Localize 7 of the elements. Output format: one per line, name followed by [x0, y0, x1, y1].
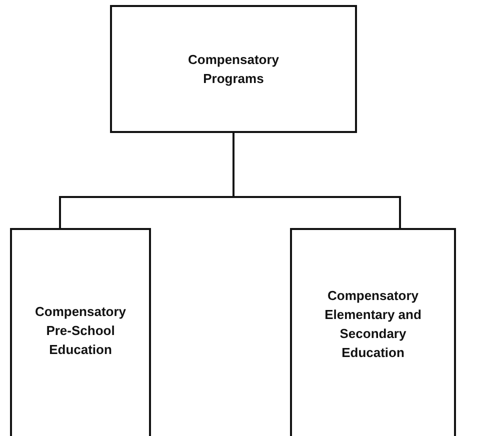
box-label: Compensatory Programs — [186, 51, 280, 88]
connector-line — [232, 133, 401, 228]
box-label: Compensatory Pre-School Education — [34, 303, 128, 359]
org-box — [290, 228, 456, 436]
org-box — [10, 228, 151, 436]
box-label: Compensatory Elementary and Secondary Education — [324, 287, 422, 362]
org-box — [110, 5, 357, 133]
